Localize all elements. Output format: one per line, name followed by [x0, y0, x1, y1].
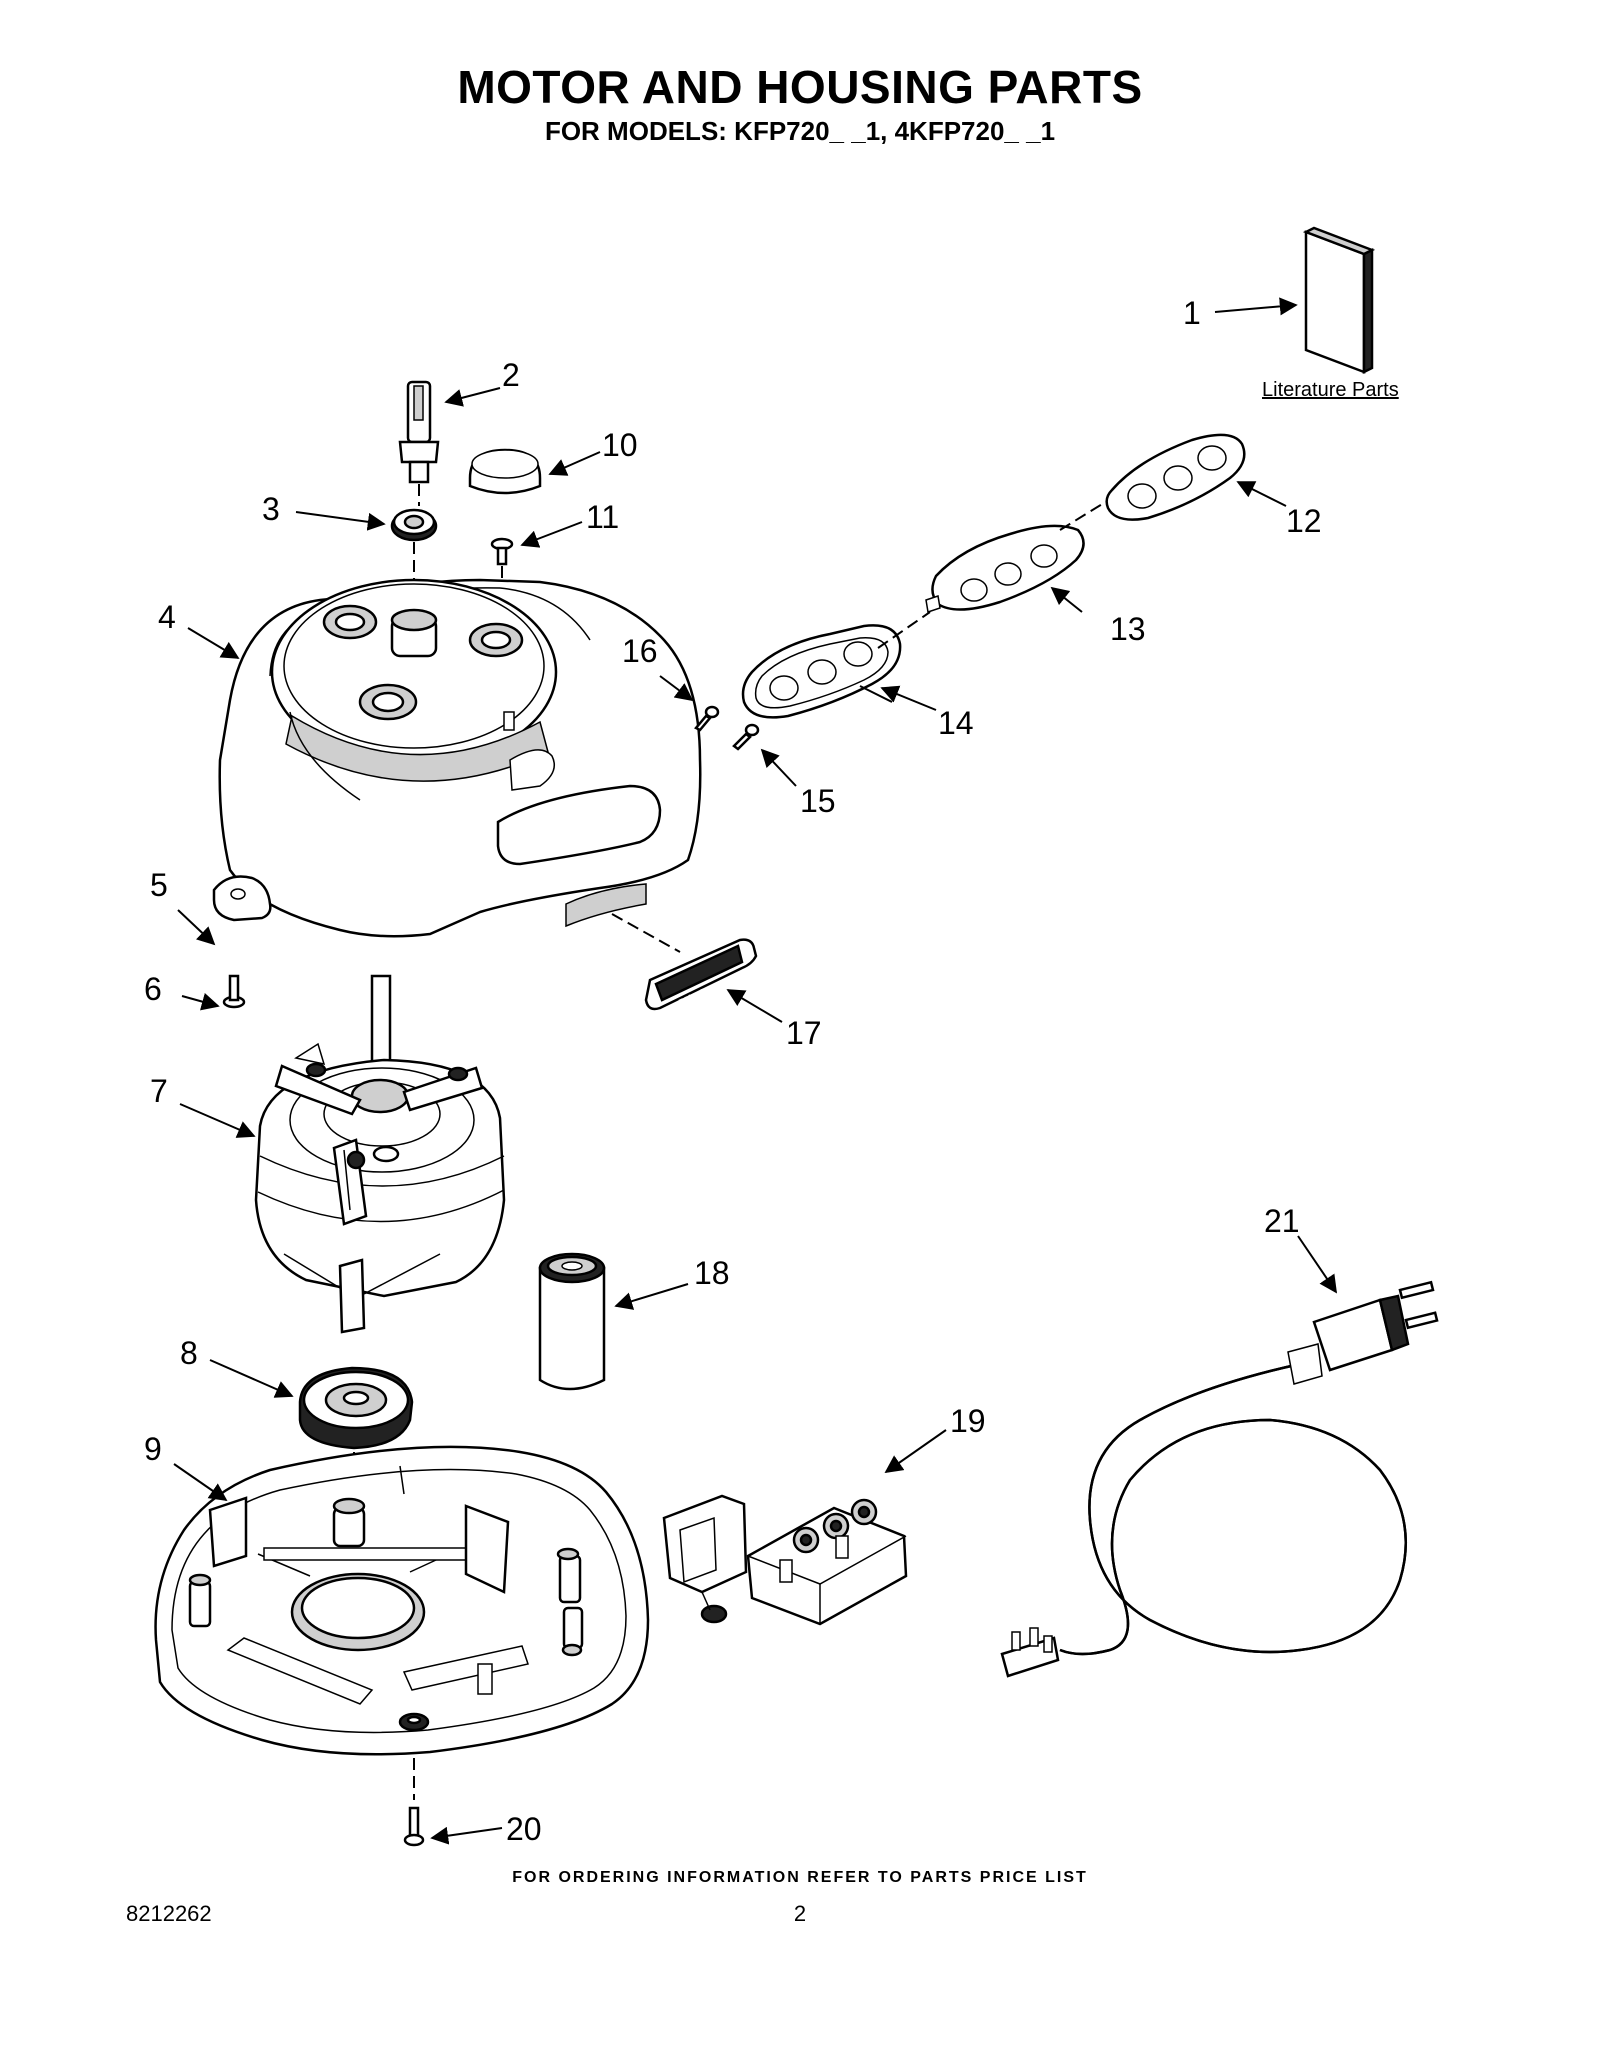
callout-3: 3	[262, 491, 280, 527]
leader-10	[548, 451, 601, 476]
leader-2	[444, 387, 501, 407]
literature-parts-label: Literature Parts	[1262, 379, 1399, 401]
leader-12	[1236, 481, 1287, 507]
part-10-cap	[468, 448, 542, 495]
leader-21	[1297, 1235, 1338, 1294]
callout-17: 17	[786, 1015, 822, 1051]
leader-8	[209, 1359, 294, 1398]
leader-5	[177, 909, 216, 946]
callout-8: 8	[180, 1335, 198, 1371]
callout-11: 11	[586, 499, 619, 535]
callout-13: 13	[1110, 611, 1146, 647]
part-6-screw	[222, 974, 246, 1009]
leader-14-base	[859, 685, 893, 703]
leader-16	[659, 675, 694, 702]
ordering-information-note: FOR ORDERING INFORMATION REFER TO PARTS …	[512, 1869, 1088, 1886]
leader-6	[181, 992, 220, 1011]
part-5-clamp	[212, 875, 272, 922]
leader-15	[760, 748, 797, 787]
page-subtitle: FOR MODELS: KFP720_ _1, 4KFP720_ _1	[544, 116, 1056, 146]
part-1-literature-booklet	[1302, 226, 1376, 375]
page-title: MOTOR AND HOUSING PARTS	[457, 61, 1143, 113]
callout-6: 6	[144, 971, 162, 1007]
callout-19: 19	[950, 1403, 986, 1439]
document-number: 8212262	[126, 1901, 212, 1926]
callout-2: 2	[502, 357, 520, 393]
leader-19	[884, 1429, 947, 1474]
part-3-bearing	[390, 508, 438, 542]
callout-4: 4	[158, 599, 176, 635]
leader-11	[520, 521, 583, 548]
callout-21: 21	[1264, 1203, 1300, 1239]
leader-7	[179, 1103, 256, 1138]
callout-1: 1	[1183, 295, 1201, 331]
part-4-housing	[218, 578, 702, 938]
callout-18: 18	[694, 1255, 730, 1291]
callout-10: 10	[602, 427, 638, 463]
callout-9: 9	[144, 1431, 162, 1467]
assembly-line-14-13	[877, 611, 931, 649]
callout-14: 14	[938, 705, 974, 741]
assembly-line-13-12	[1059, 497, 1113, 531]
part-13-keypad	[925, 524, 1085, 613]
part-11-screw	[490, 537, 514, 566]
part-12-overlay	[1105, 433, 1246, 521]
assembly-line-17	[611, 913, 681, 953]
leader-9	[173, 1463, 228, 1502]
leader-14	[880, 685, 937, 711]
part-17-badge	[644, 938, 758, 1011]
part-20-screw	[403, 1806, 425, 1847]
part-15-screw	[732, 723, 760, 751]
part-9-base	[154, 1445, 650, 1756]
callout-16: 16	[622, 633, 658, 669]
part-19-switch-assembly	[662, 1494, 908, 1626]
part-14-control-bezel	[741, 624, 902, 719]
callout-20: 20	[506, 1811, 542, 1847]
part-21-power-cord	[1000, 1280, 1439, 1678]
part-7-motor	[254, 974, 506, 1334]
part-16-screw	[694, 705, 720, 732]
part-8-motor-mount	[298, 1366, 414, 1450]
part-18-capacitor	[538, 1252, 606, 1391]
leader-1	[1214, 297, 1298, 316]
callout-15: 15	[800, 783, 836, 819]
callout-7: 7	[150, 1073, 168, 1109]
leader-18	[614, 1283, 689, 1310]
leader-4	[187, 627, 240, 659]
callout-5: 5	[150, 867, 168, 903]
leader-17	[726, 989, 783, 1023]
page-number: 2	[793, 1901, 807, 1926]
leader-13	[1050, 586, 1083, 613]
leader-20	[430, 1826, 503, 1845]
part-2-drive-shaft	[398, 380, 440, 484]
leader-3	[295, 511, 386, 531]
callout-12: 12	[1286, 503, 1322, 539]
